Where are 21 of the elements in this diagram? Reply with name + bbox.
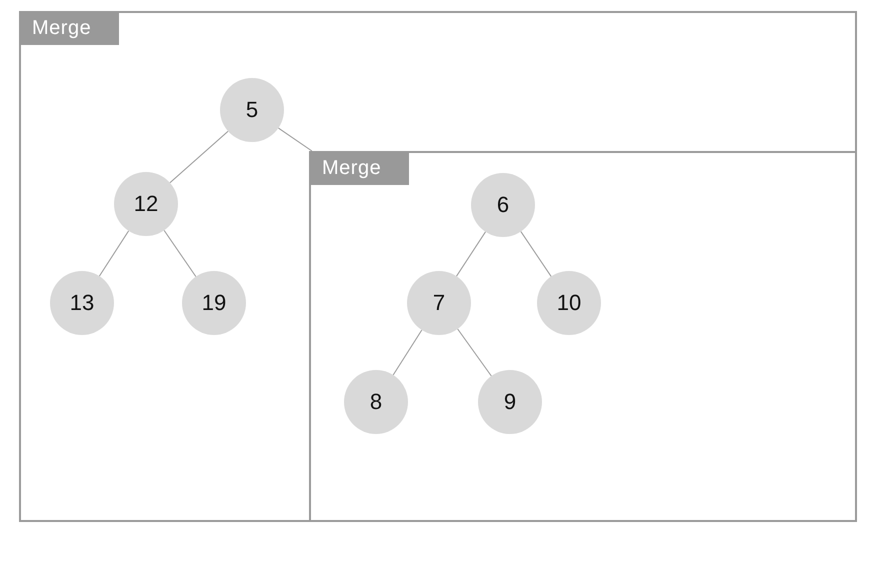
tree-node: 10 [537,271,601,335]
tree-node: 5 [220,78,284,142]
tree-node: 12 [114,172,178,236]
tree-node: 6 [471,173,535,237]
tree-node: 19 [182,271,246,335]
connector-line [457,328,492,376]
connector-line [278,128,312,152]
group-frame [309,151,857,522]
tree-node: 8 [344,370,408,434]
title-tab: Merge [309,151,409,185]
connector-line [164,230,196,278]
connector-line [98,230,130,277]
connector-line [169,130,229,184]
title-tab: Merge [19,11,119,45]
connector-line [520,231,552,277]
tree-node: 13 [50,271,114,335]
tree-node: 9 [478,370,542,434]
connector-line [392,330,422,376]
connector-line [456,231,486,277]
tree-node: 7 [407,271,471,335]
group-frame [19,11,857,522]
